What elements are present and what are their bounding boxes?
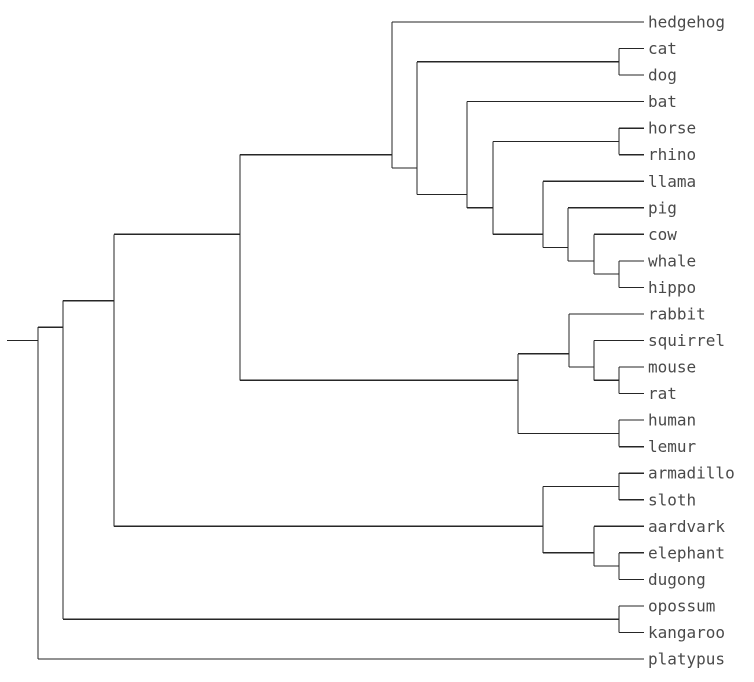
leaf-label-rabbit: rabbit (648, 304, 706, 323)
leaf-label-opossum: opossum (648, 596, 715, 615)
leaf-label-sloth: sloth (648, 490, 696, 509)
leaf-label-hedgehog: hedgehog (648, 13, 725, 32)
leaf-label-elephant: elephant (648, 543, 725, 562)
leaf-label-bat: bat (648, 92, 677, 111)
leaf-label-cow: cow (648, 225, 677, 244)
leaf-label-llama: llama (648, 172, 696, 191)
leaf-label-squirrel: squirrel (648, 331, 725, 350)
leaf-label-dog: dog (648, 66, 677, 85)
leaf-label-rhino: rhino (648, 145, 696, 164)
leaf-label-armadillo: armadillo (648, 464, 735, 483)
leaf-label-cat: cat (648, 39, 677, 58)
leaf-label-horse: horse (648, 119, 696, 138)
leaf-label-whale: whale (648, 251, 696, 270)
leaf-label-hippo: hippo (648, 278, 696, 297)
leaf-label-human: human (648, 411, 696, 430)
leaf-label-dugong: dugong (648, 570, 706, 589)
leaf-label-platypus: platypus (648, 650, 725, 669)
leaf-label-aardvark: aardvark (648, 517, 725, 536)
leaf-label-rat: rat (648, 384, 677, 403)
leaf-label-pig: pig (648, 198, 677, 217)
leaf-label-mouse: mouse (648, 358, 696, 377)
leaf-label-kangaroo: kangaroo (648, 623, 725, 642)
leaf-label-lemur: lemur (648, 437, 697, 456)
